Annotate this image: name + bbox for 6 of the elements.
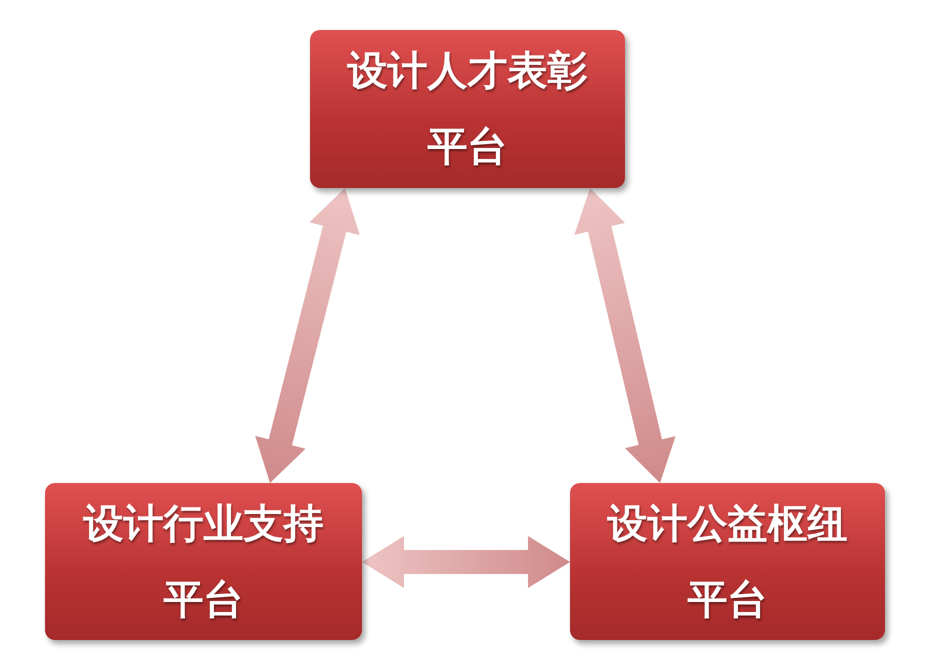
platform-box: 设计行业支持平台 [45, 483, 362, 640]
platform-box: 设计公益枢纽平台 [570, 483, 885, 640]
double-arrow [574, 188, 676, 483]
double-arrow [362, 536, 570, 588]
double-arrow [255, 188, 360, 483]
platform-box: 设计人才表彰平台 [310, 30, 625, 188]
